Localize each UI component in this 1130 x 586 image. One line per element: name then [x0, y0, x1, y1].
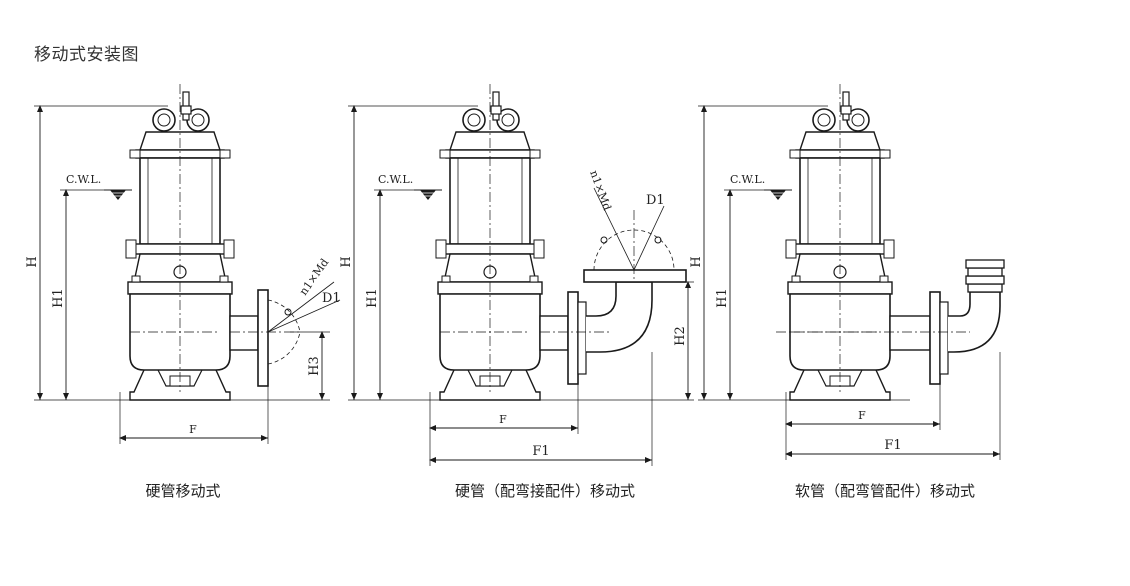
- fig1-f-label: F: [189, 423, 197, 436]
- caption-hard-pipe-elbow: 硬管（配弯接配件）移动式: [454, 482, 635, 500]
- caption-hard-pipe: 硬管移动式: [145, 482, 221, 500]
- fig2-f1-label: F1: [532, 444, 549, 459]
- fig3-h1-label: H1: [715, 288, 730, 308]
- fig1-h-label: H: [25, 256, 40, 267]
- fig1-h3-label: H3: [307, 356, 322, 376]
- figure-hard-pipe: C.W.L. H H1 H3 F D1 n1×Md: [25, 83, 341, 444]
- figure-hard-pipe-elbow: C.W.L. H H1 H2 F F1 D1 n1×Md: [339, 83, 694, 466]
- fig2-bolts-label: n1×Md: [587, 169, 613, 213]
- figure-hose: C.W.L. H H1 F F1: [689, 83, 1005, 460]
- fig2-h-label: H: [339, 256, 354, 267]
- fig2-cwl-label: C.W.L.: [378, 173, 413, 186]
- fig1-h1-label: H1: [51, 288, 66, 308]
- fig3-cwl-label: C.W.L.: [730, 173, 765, 186]
- fig2-f-label: F: [499, 413, 507, 426]
- fig2-h1-label: H1: [365, 288, 380, 308]
- fig3-h-label: H: [689, 256, 704, 267]
- fig3-f-label: F: [858, 409, 866, 422]
- fig2-d1-label: D1: [646, 193, 665, 208]
- fig3-f1-label: F1: [884, 438, 901, 453]
- fig1-cwl-label: C.W.L.: [66, 173, 101, 186]
- fig1-d1-label: D1: [322, 291, 341, 306]
- page-title: 移动式安装图: [34, 45, 139, 65]
- caption-hose: 软管（配弯管配件）移动式: [794, 482, 975, 500]
- fig2-h2-label: H2: [673, 326, 688, 346]
